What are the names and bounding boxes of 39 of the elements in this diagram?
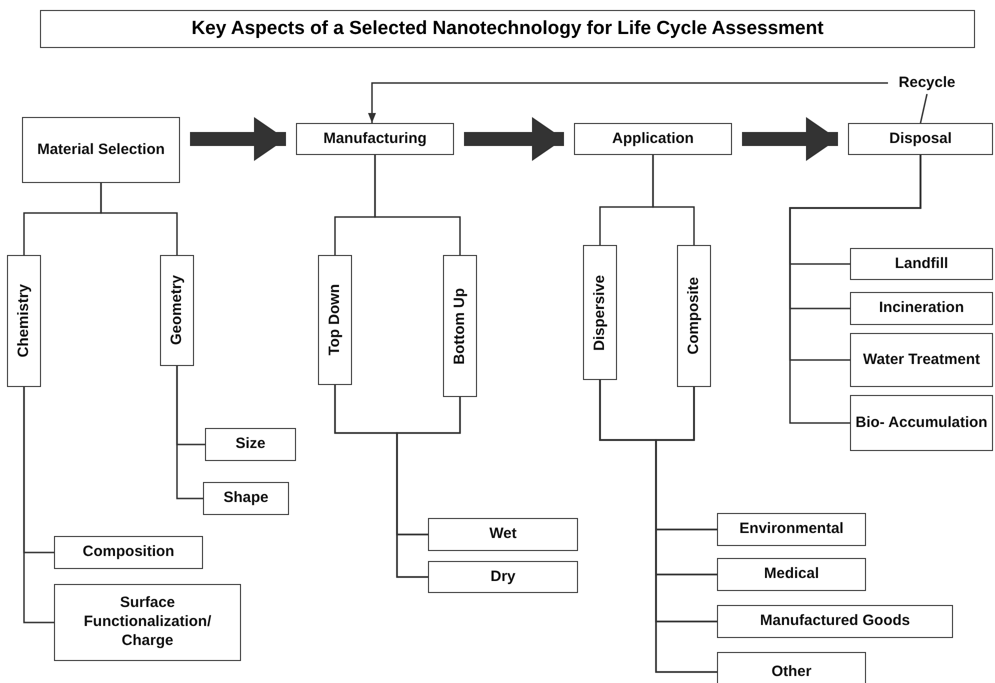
process-box: Water Treatment [850,333,993,387]
process-box: Manufactured Goods [717,605,953,638]
process-box: Bio- Accumulation [850,395,993,451]
connector-line [396,397,461,578]
process-box: Shape [203,482,289,515]
process-box: Surface Functionalization/ Charge [54,584,241,661]
process-box: Landfill [850,248,993,280]
flow-arrow [742,117,838,161]
process-box: Incineration [850,292,993,325]
category-box: Geometry [160,255,194,366]
process-box: Disposal [848,123,993,155]
process-box: Wet [428,518,578,551]
loop-label: Recycle [888,72,966,94]
process-box: Medical [717,558,866,591]
process-box: Composition [54,536,203,569]
arrow [368,82,888,123]
category-box: Top Down [318,255,352,385]
process-box: Other [717,652,866,683]
connector-line [176,366,203,500]
connector-line [652,155,695,245]
process-box: Application [574,123,732,155]
connector-line [920,94,928,124]
process-box: Environmental [717,513,866,546]
flow-arrow [190,117,286,161]
connector-line [100,183,178,255]
category-box: Bottom Up [443,255,477,397]
connector-line [655,387,717,673]
category-box: Chemistry [7,255,41,387]
process-box: Manufacturing [296,123,454,155]
category-box: Dispersive [583,245,617,380]
process-box: Material Selection [22,117,180,183]
process-box: Size [205,428,296,461]
diagram-title: Key Aspects of a Selected Nanotechnology for Life Cycle Assessment [40,10,975,48]
flow-arrow [464,117,564,161]
connector-line [23,387,54,624]
category-box: Composite [677,245,711,387]
connector-line [374,155,461,255]
connector-line [789,155,922,424]
process-box: Dry [428,561,578,593]
